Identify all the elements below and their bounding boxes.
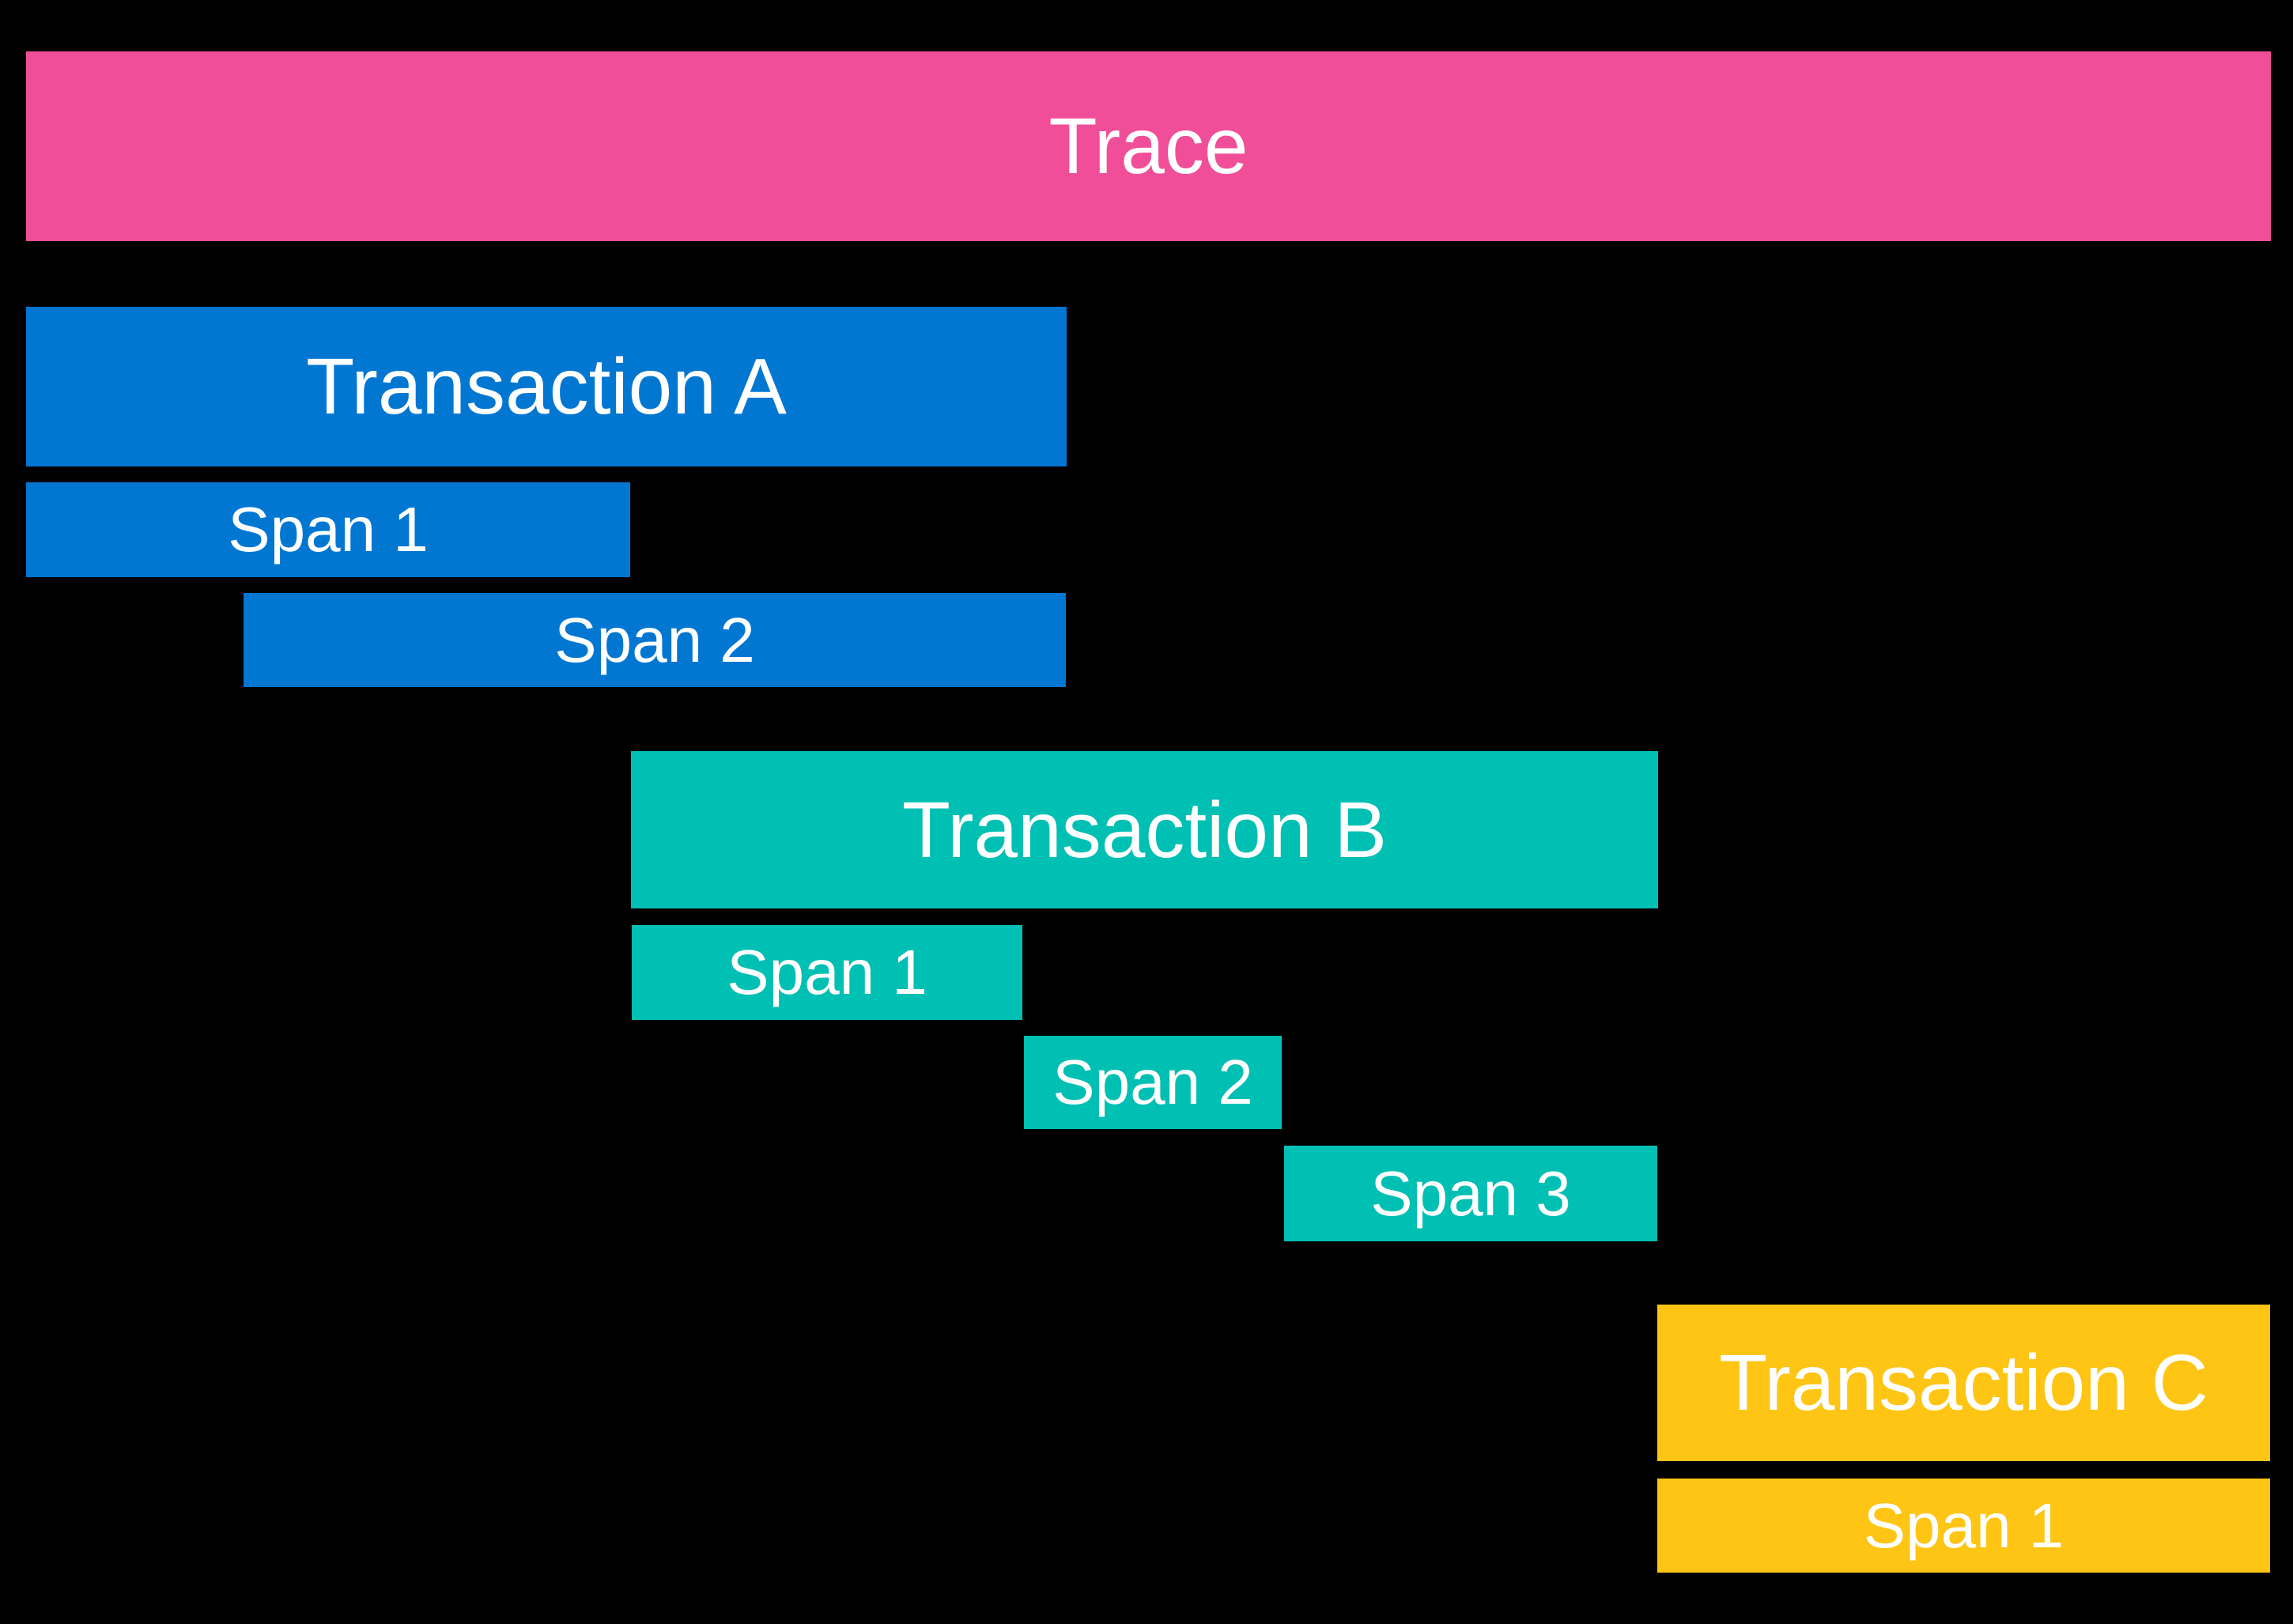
- transaction-a-bar: Transaction A: [26, 307, 1067, 466]
- transaction-b-span-3-label: Span 3: [1370, 1158, 1571, 1229]
- transaction-c-bar: Transaction C: [1657, 1305, 2270, 1461]
- transaction-a-span-1-bar: Span 1: [26, 482, 630, 577]
- transaction-a-span-2-bar: Span 2: [244, 593, 1066, 687]
- transaction-b-span-2-bar: Span 2: [1024, 1036, 1282, 1129]
- transaction-b-span-1-bar: Span 1: [632, 925, 1022, 1020]
- transaction-a-span-2-label: Span 2: [554, 604, 755, 675]
- transaction-b-span-1-label: Span 1: [727, 937, 927, 1007]
- transaction-b-span-3-bar: Span 3: [1284, 1146, 1657, 1241]
- trace-label: Trace: [1048, 102, 1248, 191]
- transaction-b-bar: Transaction B: [631, 751, 1658, 908]
- transaction-b-label: Transaction B: [901, 785, 1388, 874]
- transaction-c-span-1-bar: Span 1: [1657, 1479, 2270, 1573]
- transaction-a-span-1-label: Span 1: [228, 494, 429, 565]
- trace-bar: Trace: [26, 51, 2271, 241]
- transaction-c-label: Transaction C: [1719, 1339, 2208, 1427]
- transaction-b-span-2-label: Span 2: [1052, 1047, 1253, 1117]
- transaction-a-label: Transaction A: [306, 342, 787, 431]
- transaction-c-span-1-label: Span 1: [1863, 1490, 2064, 1561]
